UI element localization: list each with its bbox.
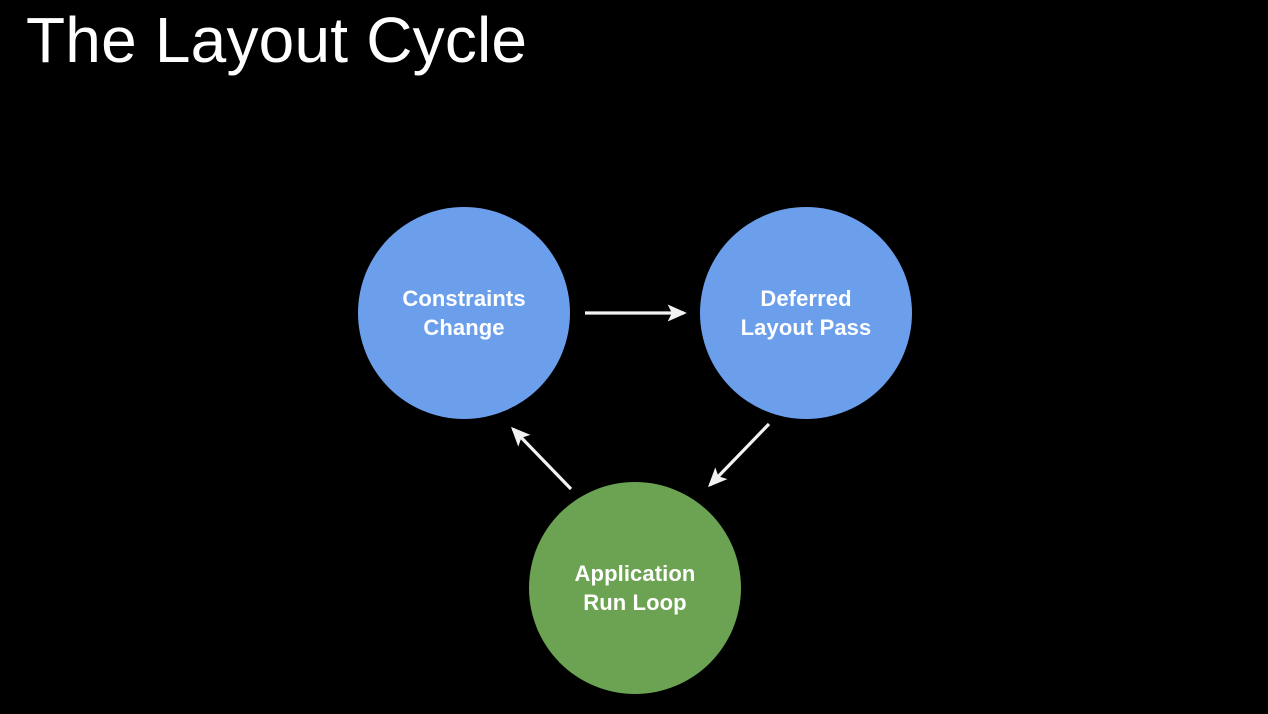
node-application-run-loop-label: Application Run Loop (574, 560, 696, 615)
node-constraints-change: Constraints Change (358, 207, 570, 419)
arrow-runloop-to-constraints (510, 426, 573, 491)
page-title: The Layout Cycle (26, 4, 528, 76)
node-constraints-change-label: Constraints Change (402, 285, 526, 340)
node-deferred-layout-pass: Deferred Layout Pass (700, 207, 912, 419)
node-application-run-loop: Application Run Loop (529, 482, 741, 694)
arrow-deferred-to-runloop (707, 422, 771, 488)
node-deferred-layout-pass-label: Deferred Layout Pass (740, 285, 872, 340)
